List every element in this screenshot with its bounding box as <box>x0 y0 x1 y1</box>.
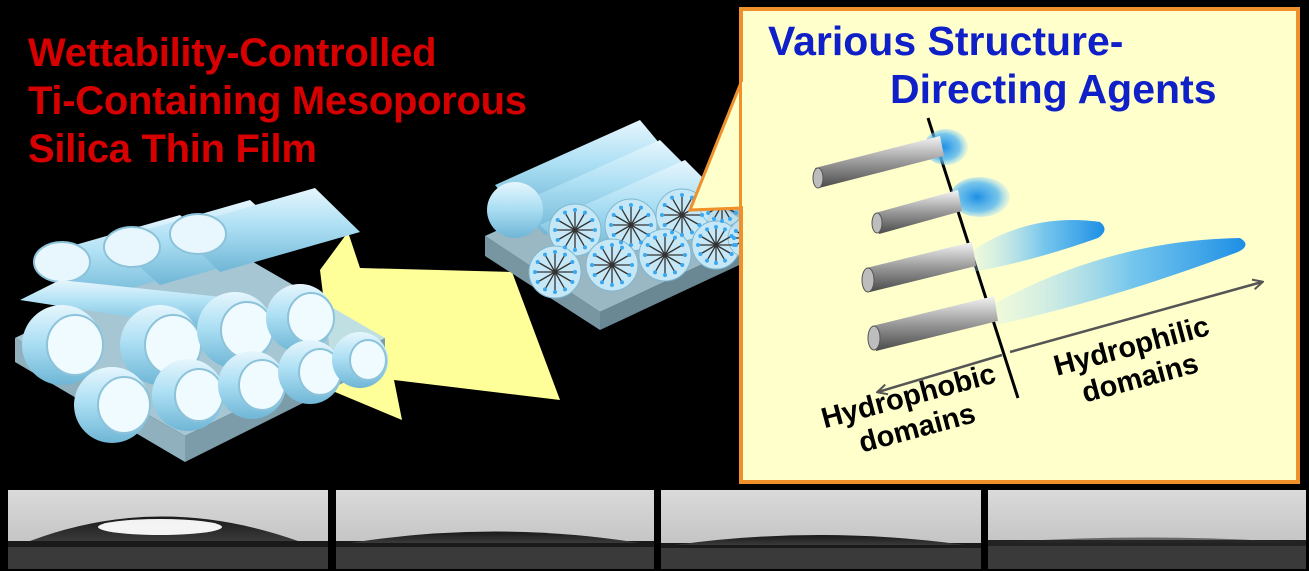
title-line-2: Ti-Containing Mesoporous <box>28 79 527 123</box>
title-line-1: Wettability-Controlled <box>28 31 437 75</box>
hydrophobic-arrow <box>878 353 1003 392</box>
front-tubes-row1 <box>20 280 335 385</box>
title-line-3: Silica Thin Film <box>28 127 317 171</box>
contact-angle-panel <box>336 490 654 569</box>
front-tubes-row2 <box>74 332 388 443</box>
back-tubes <box>33 188 360 300</box>
contact-angle-strip <box>8 490 1306 569</box>
contact-angle-panel <box>8 490 328 569</box>
mesoporous-film <box>15 188 388 462</box>
callout-title-line-1: Various Structure- <box>768 18 1124 64</box>
contact-angle-panel <box>661 490 981 569</box>
sda-callout <box>687 7 1300 484</box>
surfactant-2 <box>871 177 1010 234</box>
callout-title-line-2: Directing Agents <box>890 66 1217 112</box>
hydrophilic-arrow <box>1009 282 1262 354</box>
callout-pointer <box>687 79 744 212</box>
surfactant-3 <box>861 220 1105 293</box>
contact-angle-panel <box>988 490 1306 569</box>
surfactant-1 <box>812 129 968 189</box>
surfactant-4 <box>867 238 1246 351</box>
